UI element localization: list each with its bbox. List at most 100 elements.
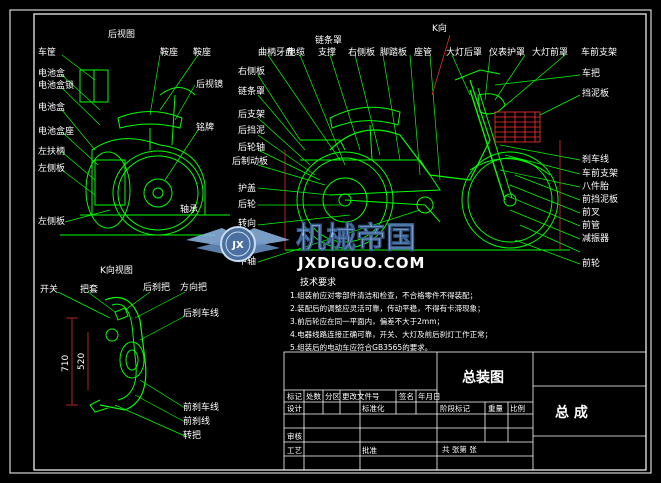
side-label: 转向 <box>238 217 256 229</box>
side-top-labels: 曲柄牙盘 电缆 链条罩 支撑 右侧板 脚踏板 座管 大灯后罩 仪表护罩 大灯前罩… <box>258 34 617 58</box>
k-dim-label: 520 <box>77 353 87 370</box>
side-label: 右侧板 <box>238 65 265 77</box>
front-basket <box>494 111 541 143</box>
role-label: 标准化 <box>362 403 385 413</box>
role-label: 设计 <box>287 403 302 413</box>
side-label: 后挡泥 <box>238 124 265 136</box>
k-label: 前刹车线 <box>183 401 219 413</box>
rev-header: 处数 <box>306 391 321 401</box>
side-label: 刹车线 <box>582 153 609 165</box>
k-label: 把套 <box>80 283 98 295</box>
rear-label: 左侧板 <box>38 162 65 174</box>
side-label: 右侧板 <box>348 46 375 58</box>
rear-label: 电池盒 <box>38 67 65 79</box>
side-label: 车把 <box>582 67 600 79</box>
rear-left-labels: 车筐 电池盒 电池盒锁 电池盒 电池盒座 左扶柄 左侧板 左侧板 <box>38 46 74 227</box>
drawing-title: 总装图 <box>462 369 504 386</box>
rear-label: 电池盒锁 <box>38 79 74 91</box>
rear-label: 电池盒 <box>38 101 65 113</box>
rev-header: 年月日 <box>418 391 441 401</box>
side-label: 仪表护罩 <box>489 46 525 58</box>
rear-seat <box>117 111 183 129</box>
k-label: 方向把 <box>180 281 207 293</box>
k-marker: K向 <box>432 22 447 34</box>
side-label: 车前支架 <box>582 167 618 179</box>
side-label: 挡泥板 <box>582 87 609 99</box>
side-label: 支撑 <box>318 46 336 58</box>
side-rear-wheel <box>296 151 394 249</box>
rear-label: 左扶柄 <box>38 145 65 157</box>
side-label: 大灯前罩 <box>532 46 568 58</box>
sheet-count: 共 张第 张 <box>442 444 477 454</box>
side-label: 曲柄牙盘 <box>258 46 294 58</box>
k-label: 前刹线 <box>183 415 210 427</box>
k-label: 后刹把 <box>143 281 170 293</box>
rear-wheel <box>112 150 204 236</box>
role-label: 批准 <box>362 445 377 455</box>
side-label: 后支架 <box>238 108 265 120</box>
role-labels: 设计 标准化 审核 工艺 批准 <box>287 403 385 455</box>
rev-header: 标记 <box>287 391 302 401</box>
side-label: 脚踏板 <box>380 46 407 58</box>
rev-header: 更改文件号 <box>342 391 380 401</box>
tech-title: 技术要求 <box>300 276 336 288</box>
side-label: 八件胎 <box>582 180 609 192</box>
rear-label: 鞍座 <box>160 46 178 58</box>
emblem-text: JX <box>231 240 244 251</box>
role-label: 工艺 <box>287 446 302 455</box>
k-dimensions <box>66 317 89 406</box>
role-label: 审核 <box>287 431 302 441</box>
tech-line: 3.前后轮应在同一平面内，偏差不大于2mm； <box>290 316 444 326</box>
side-left-labels: 右侧板 链条罩 后支架 后挡泥 后轮轴 后制动板 护盖 后轮 转向 中轴 <box>232 65 268 267</box>
rear-label: 鞍座 <box>193 46 211 58</box>
side-label: 链条罩 <box>315 34 342 46</box>
rear-label: 轴承 <box>180 203 198 215</box>
side-label: 后轮轴 <box>238 141 265 153</box>
watermark-brand-cn: 机械帝国 <box>296 221 416 256</box>
side-seat <box>329 106 401 129</box>
k-label: 后刹车线 <box>183 307 219 319</box>
side-dimensions <box>284 34 561 250</box>
watermark-brand-en: JXDIGUO.COM <box>297 254 425 272</box>
rear-label: 后视镜 <box>196 78 223 90</box>
revision-headers: 标记 处数 分区 更改文件号 签名 年月日 <box>287 391 441 401</box>
rear-label: 铭牌 <box>196 121 214 133</box>
stage-header: 比例 <box>510 403 525 413</box>
rear-label: 电池盒座 <box>38 125 74 137</box>
side-label: 电缆 <box>287 46 305 58</box>
side-label: 座管 <box>414 46 432 58</box>
side-label: 前管 <box>582 219 600 231</box>
k-dim-label: 710 <box>61 355 71 372</box>
rear-view <box>60 54 230 236</box>
tech-line: 1.组装前应对零部件清洁和检查，不合格零件不得装配； <box>290 290 477 300</box>
outer-border <box>9 9 652 474</box>
side-label: 车前支架 <box>581 46 617 58</box>
side-label: 大灯后罩 <box>446 46 482 58</box>
assembly-name: 总 成 <box>555 404 588 421</box>
rev-header: 签名 <box>399 391 414 401</box>
rear-label: 左侧板 <box>38 215 65 227</box>
side-label: 护盖 <box>238 182 256 194</box>
stage-header: 阶段标记 <box>440 403 470 413</box>
side-label: 前叉 <box>582 206 600 218</box>
side-label: 前挡泥板 <box>582 193 618 205</box>
k-label: 开关 <box>40 283 58 295</box>
side-label: 链条罩 <box>238 85 265 97</box>
watermark-logo: JX <box>186 226 290 262</box>
k-view <box>57 291 186 437</box>
side-label: 减振器 <box>582 232 609 244</box>
side-front-wheel <box>461 151 559 249</box>
side-label: 前轮 <box>582 257 600 269</box>
side-label: 后制动板 <box>232 155 268 167</box>
side-right-labels: 车把 挡泥板 刹车线 车前支架 八件胎 前挡泥板 前叉 前管 减振器 前轮 <box>582 67 618 269</box>
stage-header: 重量 <box>488 404 503 413</box>
tech-requirements: 技术要求 1.组装前应对零部件清洁和检查，不合格零件不得装配； 2.装配后的调整… <box>290 276 492 352</box>
title-block <box>283 351 647 471</box>
k-view-title: K向视图 <box>100 264 133 276</box>
tech-line: 4.电器线路连接正确可靠，开关、大灯及前后刹灯工作正常； <box>290 329 492 339</box>
side-label: 后轮 <box>238 198 256 210</box>
side-view <box>257 54 581 265</box>
tech-line: 2.装配后的调整应灵活可靠，传动平稳，不得有卡滞现象； <box>290 303 485 313</box>
tech-line: 5.组装后的电动车应符合GB3565的要求。 <box>290 342 432 352</box>
